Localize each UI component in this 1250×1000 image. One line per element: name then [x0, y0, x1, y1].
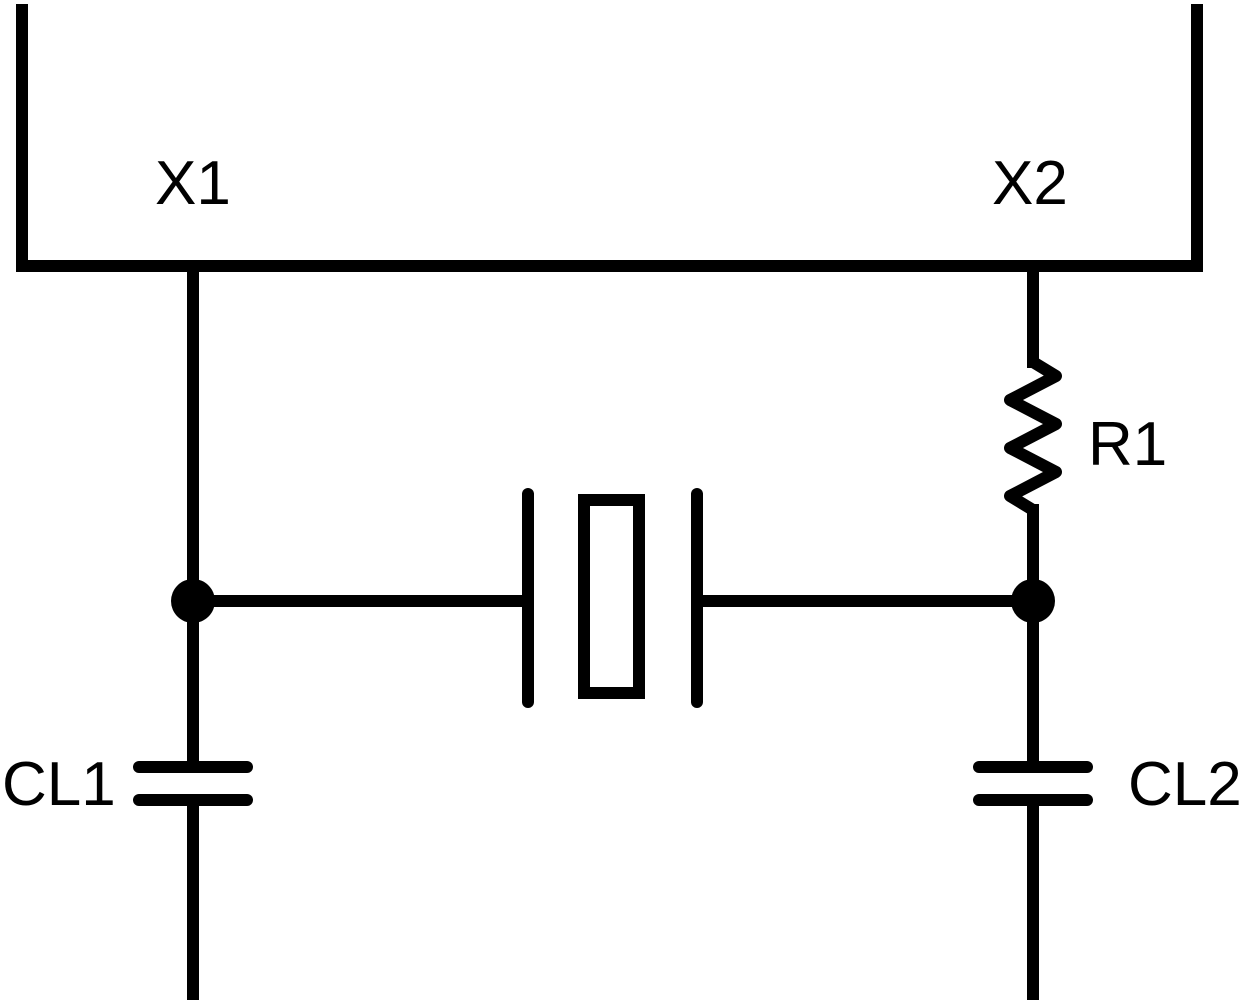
pin-label-x1: X1	[155, 149, 231, 218]
resistor-r1-symbol	[1004, 356, 1062, 516]
ic-package-outline	[16, 4, 1203, 272]
junction-node-left	[171, 579, 215, 623]
resistor-label-r1: R1	[1088, 410, 1167, 479]
crystal-body	[578, 494, 645, 699]
capacitor-label-cl2: CL2	[1128, 750, 1242, 819]
capacitor-label-cl1: CL1	[2, 750, 116, 819]
pin-label-x2: X2	[992, 149, 1068, 218]
junction-node-right	[1011, 579, 1055, 623]
crystal-symbol	[522, 488, 703, 708]
